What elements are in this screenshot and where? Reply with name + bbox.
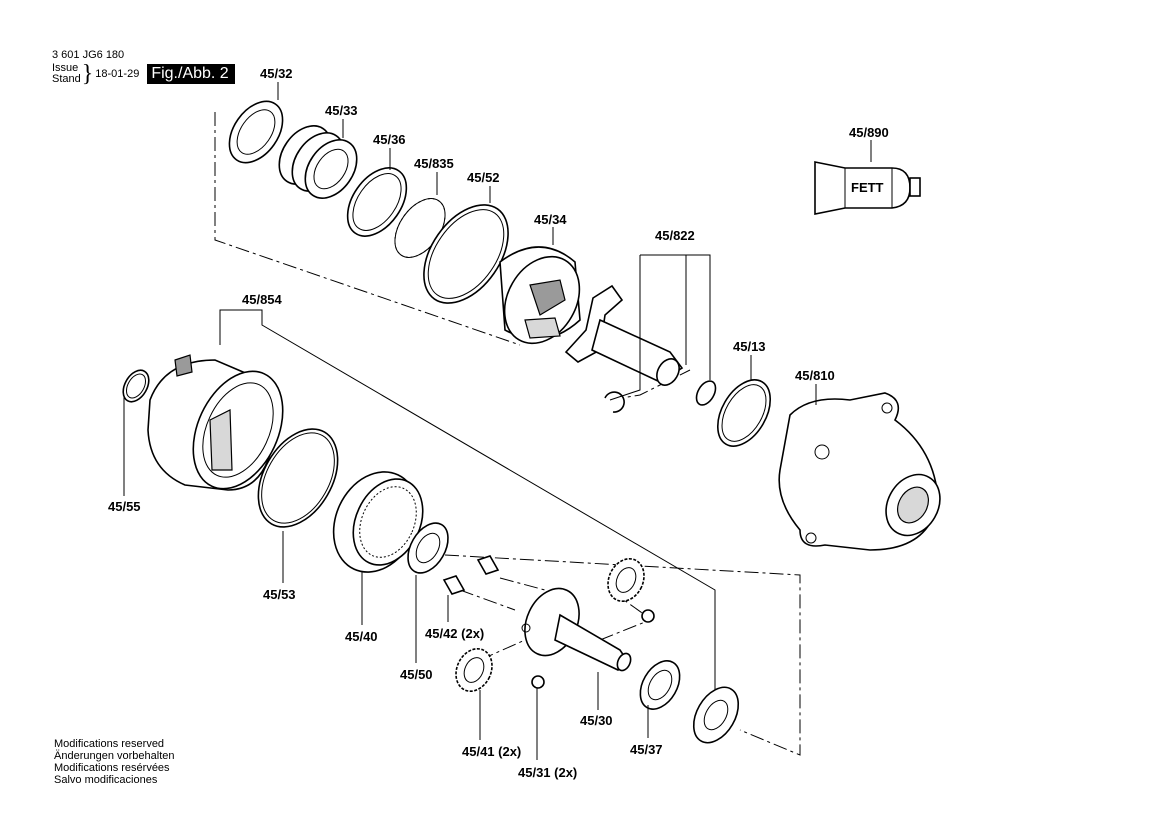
gear-housing-45-854 bbox=[147, 354, 284, 491]
part-label: 45/13 bbox=[733, 339, 766, 354]
anvil-45-822 bbox=[564, 284, 684, 413]
small-washer-45-13 bbox=[695, 379, 772, 447]
o-ring-45-55 bbox=[122, 369, 150, 403]
part-label: 45/30 bbox=[580, 713, 613, 728]
part-label: 45/854 bbox=[242, 292, 283, 307]
part-label: 45/40 bbox=[345, 629, 378, 644]
leader-lines bbox=[123, 82, 872, 760]
part-label: 45/810 bbox=[795, 368, 835, 383]
part-label: 45/37 bbox=[630, 742, 663, 757]
part-label: 45/36 bbox=[373, 132, 406, 147]
part-label: 45/32 bbox=[260, 66, 293, 81]
issue-label: Issue bbox=[52, 62, 79, 74]
issue-date: 18-01-29 bbox=[95, 68, 140, 80]
footer-line: Modifications reserved bbox=[54, 738, 165, 750]
modifications-note: Modifications reserved Änderungen vorbeh… bbox=[54, 738, 174, 786]
grease-tube-text: FETT bbox=[851, 180, 884, 195]
issue-row: Issue Stand } 18-01-29 Fig./Abb. 2 bbox=[52, 61, 235, 87]
stand-label: Stand bbox=[52, 73, 81, 85]
part-label: 45/41 (2x) bbox=[462, 744, 521, 759]
hammer-45-34 bbox=[499, 246, 581, 345]
part-label: 45/52 bbox=[467, 170, 500, 185]
o-ring-45-53 bbox=[257, 428, 339, 528]
part-label: 45/42 (2x) bbox=[425, 626, 484, 641]
washer-45-36 bbox=[346, 167, 408, 237]
footer-line: Modifications resérvées bbox=[54, 762, 170, 774]
part-label: 45/33 bbox=[325, 103, 358, 118]
part-label: 45/34 bbox=[534, 212, 567, 227]
part-label: 45/53 bbox=[263, 587, 296, 602]
planet-gear-lower-45-41 bbox=[455, 648, 493, 692]
housing-45-810 bbox=[778, 392, 941, 551]
grease-tube-45-890 bbox=[814, 161, 921, 215]
planet-gear-upper-45-41 bbox=[607, 558, 645, 602]
part-label: 45/890 bbox=[849, 125, 889, 140]
balls-45-31 bbox=[531, 609, 655, 689]
figure-label: Fig./Abb. 2 bbox=[147, 64, 235, 84]
bearing-end-45-854 bbox=[692, 686, 740, 744]
pins-45-42 bbox=[442, 555, 500, 595]
document-number: 3 601 JG6 180 bbox=[52, 49, 125, 61]
part-label: 45/55 bbox=[108, 499, 141, 514]
planet-carrier-45-30 bbox=[521, 587, 632, 672]
spring-45-33 bbox=[278, 125, 358, 199]
ring-gear-45-40 bbox=[332, 471, 424, 573]
seal-ring-45-32 bbox=[228, 100, 284, 164]
part-label: 45/835 bbox=[414, 156, 454, 171]
part-labels: 45/32 45/33 45/36 45/835 45/52 45/34 45/… bbox=[108, 66, 889, 780]
part-label: 45/50 bbox=[400, 667, 433, 682]
part-label: 45/822 bbox=[655, 228, 695, 243]
footer-line: Salvo modificaciones bbox=[54, 774, 158, 786]
part-label: 45/31 (2x) bbox=[518, 765, 577, 780]
bearing-45-37 bbox=[639, 660, 681, 710]
bearing-45-50 bbox=[407, 522, 449, 574]
document-header: 3 601 JG6 180 Issue Stand } 18-01-29 Fig… bbox=[52, 49, 235, 87]
brace-glyph: } bbox=[81, 61, 94, 87]
washer-45-52 bbox=[423, 204, 509, 304]
footer-line: Änderungen vorbehalten bbox=[54, 750, 175, 762]
issue-labels: Issue Stand bbox=[52, 63, 81, 85]
